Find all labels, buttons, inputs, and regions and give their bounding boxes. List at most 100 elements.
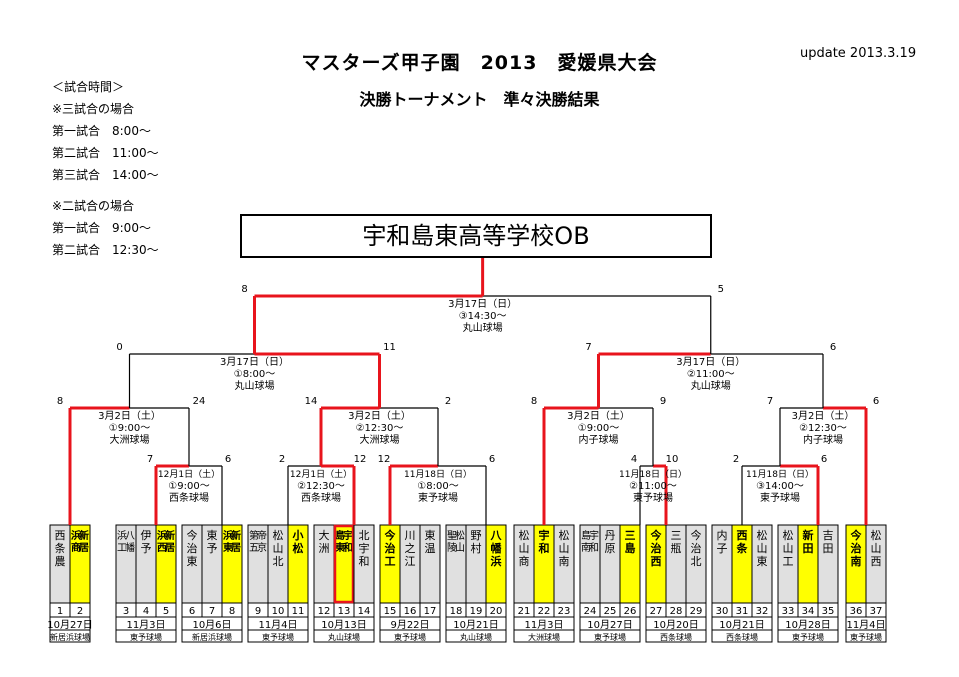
match-time: ③14:30～ <box>459 311 507 322</box>
match-time: ②11:00～ <box>629 481 677 492</box>
score-right: 12 <box>354 454 367 465</box>
page-subtitle: 決勝トーナメント 準々決勝結果 <box>359 90 600 109</box>
team-name: 三島 <box>625 529 636 555</box>
match-date: 3月2日（土） <box>348 409 411 422</box>
team-number: 36 <box>850 606 863 617</box>
schedule-two-line-1: 第一試合 9:00～ <box>52 221 151 235</box>
group-venue-cell <box>181 629 243 643</box>
group-venue: 東予球場 <box>262 632 294 642</box>
team-number: 27 <box>650 606 663 617</box>
team-name: 帝京 <box>257 529 267 554</box>
match-date: 3月2日（土） <box>98 409 161 422</box>
score-right: 6 <box>225 454 231 465</box>
score-left: 7 <box>585 342 591 353</box>
team-name: 浜西 <box>157 529 167 554</box>
score-right: 6 <box>830 342 836 353</box>
group-date: 10月20日 <box>653 619 698 631</box>
match-time: ①9:00～ <box>168 481 209 492</box>
schedule-two-label: ※二試合の場合 <box>52 199 135 213</box>
group-date: 10月27日 <box>47 619 92 631</box>
match-venue: 丸山球場 <box>463 321 503 334</box>
team-number: 30 <box>716 606 729 617</box>
team-cells: 西条農1新居浜商210月27日新居浜球場八幡浜工3伊予4新居浜西511月3日東予… <box>47 524 887 643</box>
match-date: 11月18日（日） <box>746 469 814 480</box>
team-name: 松山北 <box>273 528 284 568</box>
team-name: 吉田 <box>823 529 834 555</box>
match-date: 12月1日（土） <box>158 468 220 480</box>
group-venue: 大洲球場 <box>528 632 560 642</box>
team-number: 18 <box>450 606 463 617</box>
group-venue: 東予球場 <box>850 632 882 642</box>
group-venue: 新居浜球場 <box>192 632 232 642</box>
match-time: ②12:30～ <box>297 481 345 492</box>
group-venue: 新居浜球場 <box>50 632 90 642</box>
match-time: ①9:00～ <box>109 423 150 434</box>
schedule-three-label: ※三試合の場合 <box>52 102 135 116</box>
group-date: 11月3日 <box>524 619 563 631</box>
team-number: 15 <box>384 606 397 617</box>
team-name: 西条農 <box>55 529 66 568</box>
team-number: 17 <box>424 606 437 617</box>
team-name: 宇和 <box>342 529 353 554</box>
group-venue: 西条球場 <box>660 632 692 642</box>
team-number: 12 <box>318 606 331 617</box>
group-venue: 西条球場 <box>726 632 758 642</box>
group-venue-cell <box>645 629 707 643</box>
team-name: 松山工 <box>783 528 794 568</box>
team-number: 26 <box>624 606 637 617</box>
match-time: ①9:00～ <box>578 423 619 434</box>
score-left: 0 <box>116 342 122 353</box>
match-time: ①8:00～ <box>234 369 275 380</box>
team-number: 1 <box>57 606 63 617</box>
score-left: 14 <box>305 396 318 407</box>
team-number: 28 <box>670 606 683 617</box>
match-venue: 西条球場 <box>169 491 209 504</box>
match-venue: 内子球場 <box>803 433 843 446</box>
match-time: ②12:30～ <box>799 423 847 434</box>
team-name: 第五 <box>249 529 259 554</box>
match-time: ③14:00～ <box>756 481 804 492</box>
team-name: 伊予 <box>141 529 152 555</box>
match-date: 11月18日（日） <box>404 469 472 480</box>
group-venue-cell <box>313 629 375 643</box>
team-name: 新田 <box>803 528 814 555</box>
group-venue: 東予球場 <box>394 632 426 642</box>
group-venue-cell <box>579 629 641 643</box>
team-name: 今治東 <box>187 528 198 568</box>
team-name: 新居 <box>231 529 241 554</box>
team-number: 7 <box>209 606 215 617</box>
team-name: 野村 <box>471 529 482 555</box>
team-number: 13 <box>338 606 351 617</box>
match-time: ②11:00～ <box>687 369 735 380</box>
group-venue-cell <box>115 629 177 643</box>
team-name: 内子 <box>717 528 728 555</box>
score-right: 6 <box>489 454 495 465</box>
team-name: 丹原 <box>605 529 616 555</box>
match-time: ①8:00～ <box>417 481 458 492</box>
team-number: 33 <box>782 606 795 617</box>
team-number: 24 <box>584 606 597 617</box>
team-name: 今治西 <box>650 528 663 568</box>
match-venue: 東予球場 <box>760 491 800 504</box>
match-date: 3月2日（土） <box>567 409 630 422</box>
match-date: 3月17日（日） <box>676 356 745 368</box>
team-number: 31 <box>736 606 749 617</box>
team-name: 松山 <box>455 529 465 554</box>
bracket-lines <box>68 258 868 525</box>
score-left: 2 <box>279 454 285 465</box>
match-venue: 大洲球場 <box>360 433 400 446</box>
team-name: 八幡浜 <box>490 529 503 568</box>
score-right: 11 <box>383 342 396 353</box>
champion-box: 宇和島東高等学校OB <box>240 214 712 258</box>
schedule-three-line-3: 第三試合 14:00～ <box>52 168 159 182</box>
team-name: 小松 <box>292 528 304 555</box>
group-date: 10月21日 <box>453 619 498 631</box>
match-venue: 東予球場 <box>633 491 673 504</box>
group-date: 11月3日 <box>126 619 165 631</box>
team-number: 9 <box>255 606 261 617</box>
team-number: 37 <box>870 606 883 617</box>
match-date: 3月17日（日） <box>220 356 289 368</box>
group-date: 10月27日 <box>587 619 632 631</box>
schedule-two-line-2: 第二試合 12:30～ <box>52 243 159 257</box>
team-number: 2 <box>77 606 83 617</box>
